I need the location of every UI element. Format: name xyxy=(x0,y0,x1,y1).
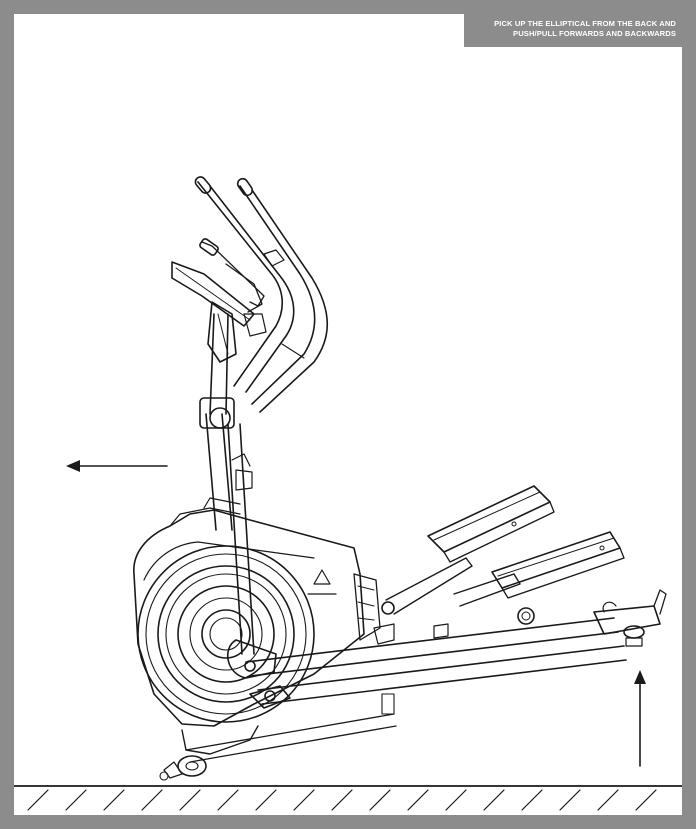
instruction-caption: PICK UP THE ELLIPTICAL FROM THE BACK AND… xyxy=(464,14,682,47)
brand-logo xyxy=(307,569,337,595)
flywheel xyxy=(137,545,315,723)
console xyxy=(171,238,265,363)
instruction-line-2: PUSH/PULL FORWARDS AND BACKWARDS xyxy=(513,29,676,38)
console-mast xyxy=(199,313,253,531)
floor-hatching xyxy=(27,789,657,811)
handlebar-right xyxy=(236,177,329,413)
flywheel-housing xyxy=(133,509,365,727)
floor xyxy=(14,785,682,811)
arrow-left-icon xyxy=(66,460,168,472)
arrow-up-icon xyxy=(634,670,646,767)
handlebar-left xyxy=(194,176,295,393)
elliptical-illustration xyxy=(14,176,682,811)
foot-pedal-lower xyxy=(491,531,625,599)
arm-link xyxy=(226,423,277,679)
instruction-line-1: PICK UP THE ELLIPTICAL FROM THE BACK AND xyxy=(494,19,676,28)
rear-stabilizer xyxy=(593,589,667,647)
front-base xyxy=(159,713,397,781)
foot-pedal-upper xyxy=(427,485,555,563)
illustration-panel: PICK UP THE ELLIPTICAL FROM THE BACK AND… xyxy=(14,14,682,815)
pedal-rails xyxy=(245,601,627,715)
elliptical-trainer xyxy=(133,176,667,781)
